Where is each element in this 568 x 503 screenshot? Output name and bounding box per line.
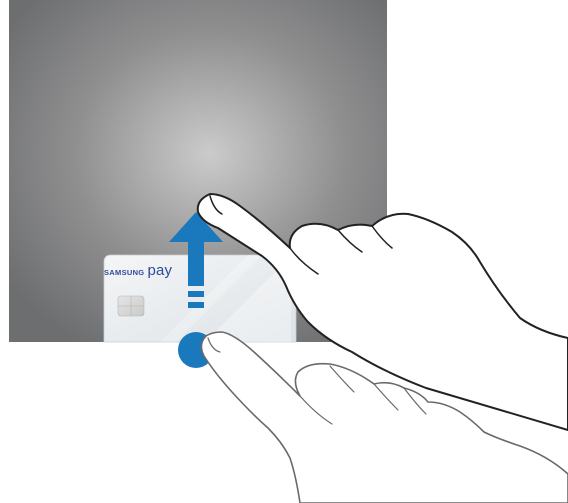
card-brand-product: pay bbox=[147, 262, 172, 279]
card-brand-name: SAMSUNG bbox=[104, 268, 144, 277]
samsung-pay-logo: SAMSUNG pay bbox=[104, 262, 172, 278]
